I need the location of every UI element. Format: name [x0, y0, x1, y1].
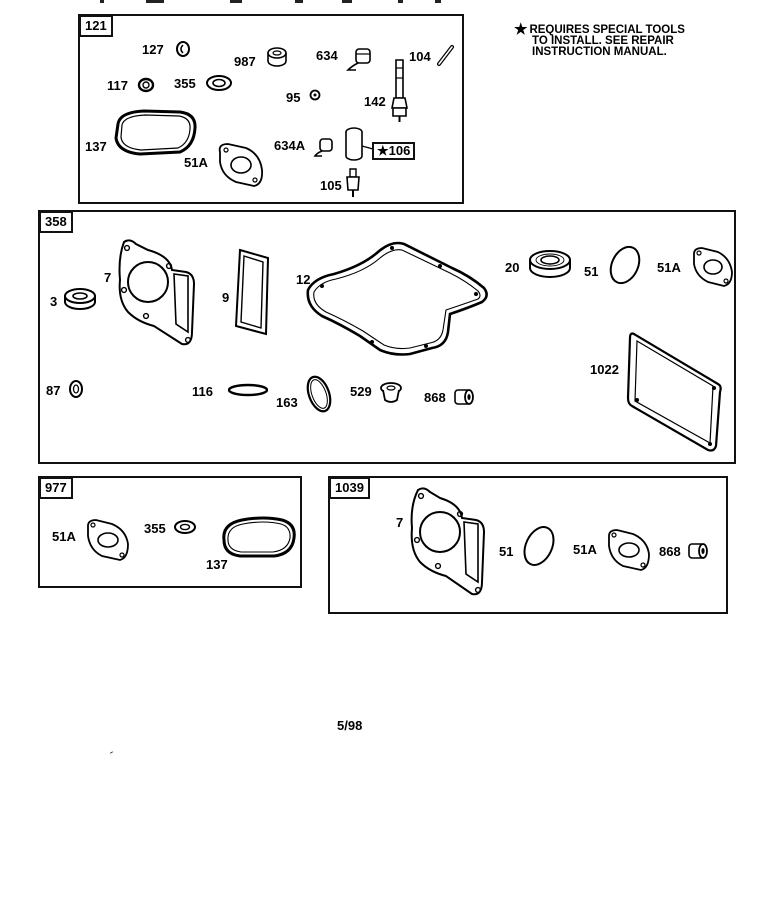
cylinder-head-gasket-7	[408, 484, 492, 602]
gasket-51a	[603, 526, 653, 574]
part-label-95: 95	[286, 90, 301, 105]
part-label-634a: 634A	[274, 138, 306, 153]
valve-105	[344, 168, 362, 198]
part-label-12: 12	[296, 272, 311, 287]
oil-seal-3	[62, 286, 98, 312]
cover-gasket-1022	[624, 328, 726, 456]
part-label-1022: 1022	[590, 362, 619, 377]
part-label-868: 868	[424, 390, 446, 405]
retainer-634a	[312, 136, 336, 158]
special-tools-note: ★REQUIRES SPECIAL TOOLS TO INSTALL. SEE …	[514, 21, 685, 58]
part-label-7: 7	[396, 515, 404, 530]
gasket-51a	[688, 244, 736, 290]
kit-tag: 977	[39, 477, 73, 499]
part-label-529: 529	[350, 384, 372, 399]
part-label-106: ★106	[372, 142, 416, 160]
kit-977-panel: 977	[38, 476, 302, 588]
washer-95	[308, 88, 322, 102]
gasket-51a	[214, 140, 266, 190]
part-label-868: 868	[659, 544, 681, 559]
o-ring-116	[226, 382, 270, 398]
seal-868	[686, 540, 710, 562]
part-label-51: 51	[584, 264, 599, 279]
note-line-1: REQUIRES SPECIAL TOOLS	[529, 24, 685, 36]
pin-104	[436, 44, 456, 66]
ring-87	[66, 378, 86, 400]
part-label-51a: 51A	[573, 542, 597, 557]
valve-142	[388, 58, 412, 124]
cylinder-head-gasket-7	[114, 236, 202, 354]
grommet-529	[378, 380, 404, 406]
part-label-51a: 51A	[52, 529, 76, 544]
part-label-355: 355	[174, 76, 196, 91]
oil-pan-gasket-12	[300, 236, 492, 358]
part-label-20: 20	[505, 260, 520, 275]
part-label-163: 163	[276, 395, 298, 410]
o-ring-51	[520, 522, 558, 570]
part-label-7: 7	[104, 270, 112, 285]
part-label-104: 104	[409, 49, 431, 64]
part-number-106: 106	[388, 143, 411, 158]
cropped-top-marks	[80, 0, 520, 4]
gasket-51a	[82, 516, 132, 564]
o-ring-163	[302, 372, 336, 416]
part-label-117: 117	[107, 78, 128, 93]
part-label-105: 105	[320, 178, 342, 193]
note-line-3: INSTRUCTION MANUAL.	[532, 46, 667, 58]
ring-117	[136, 76, 156, 94]
part-label-137: 137	[85, 139, 107, 154]
kit-tag: 1039	[329, 477, 370, 499]
part-label-3: 3	[50, 294, 58, 309]
kit-tag: 121	[79, 15, 113, 37]
part-label-87: 87	[46, 383, 61, 398]
breather-gasket-9	[230, 246, 274, 338]
star-icon: ★	[514, 21, 528, 38]
oil-seal-20	[526, 248, 574, 280]
note-line-2: TO INSTALL. SEE REPAIR	[532, 35, 674, 47]
o-ring-137	[110, 106, 202, 160]
seal-355	[204, 73, 234, 93]
part-label-142: 142	[364, 94, 386, 109]
page-code: 5/98	[337, 718, 363, 733]
retainer-ring-127	[174, 40, 192, 58]
part-label-987: 987	[234, 54, 256, 69]
seal-987	[266, 46, 288, 68]
valve-guide-106	[340, 126, 374, 164]
seal-868	[452, 386, 476, 408]
part-label-355: 355	[144, 521, 166, 536]
part-label-51a: 51A	[184, 155, 208, 170]
kit-1039-panel: 1039	[328, 476, 728, 614]
part-label-137: 137	[206, 557, 228, 572]
part-label-634: 634	[316, 48, 338, 63]
part-label-116: 116	[192, 384, 213, 399]
part-label-9: 9	[222, 290, 230, 305]
o-ring-51	[606, 242, 644, 288]
star-icon: ★	[377, 143, 389, 158]
retainer-634	[344, 46, 374, 74]
scan-speck	[109, 751, 114, 754]
kit-tag: 358	[39, 211, 73, 233]
part-label-127: 127	[142, 42, 164, 57]
seal-355	[172, 518, 198, 536]
part-label-51: 51	[499, 544, 514, 559]
o-ring-137	[218, 514, 298, 560]
part-label-51a: 51A	[657, 260, 681, 275]
